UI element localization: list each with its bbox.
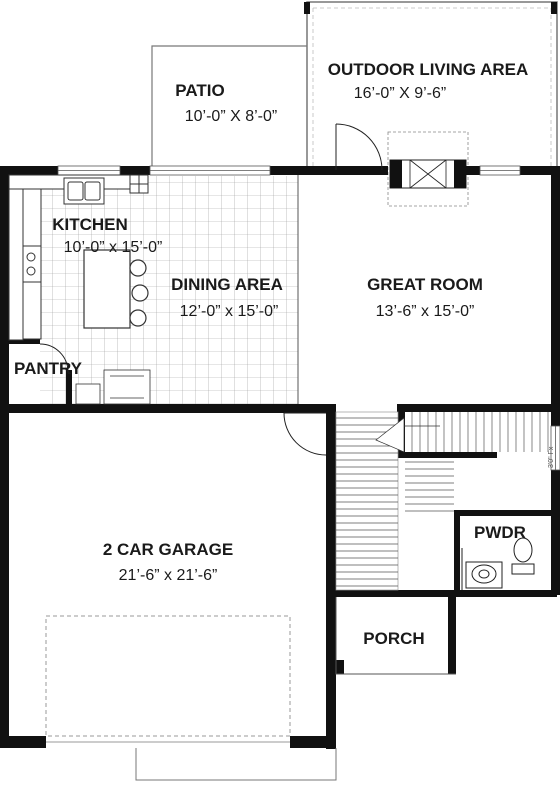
walls xyxy=(0,166,560,749)
staircase xyxy=(335,411,549,591)
great-room-dims: 13’-6” x 15’-0” xyxy=(376,303,475,320)
window-note: 3'0" Fx xyxy=(548,446,555,468)
dining-label: DINING AREA xyxy=(171,275,283,294)
room-labels: OUTDOOR LIVING AREA 16’-0” X 9’-6” PATIO… xyxy=(14,60,555,648)
powder-room-fixtures xyxy=(465,537,535,589)
patio xyxy=(151,45,307,172)
outdoor-living-dims: 16’-0” X 9’-6” xyxy=(354,85,446,102)
outdoor-living-area xyxy=(304,1,558,172)
outdoor-fireplace xyxy=(387,131,469,207)
pantry-label: PANTRY xyxy=(14,359,83,378)
dining-dims: 12’-0” x 15’-0” xyxy=(180,303,279,320)
kitchen-label: KITCHEN xyxy=(52,215,128,234)
cooktop xyxy=(23,245,41,283)
windows xyxy=(57,165,560,471)
porch-label: PORCH xyxy=(363,629,424,648)
patio-dims: 10’-0” X 8’-0” xyxy=(185,108,277,125)
garage-label: 2 CAR GARAGE xyxy=(103,540,233,559)
kitchen-island xyxy=(83,249,149,329)
great-room-label: GREAT ROOM xyxy=(367,275,483,294)
garage-dims: 21’-6” x 21’-6” xyxy=(119,567,218,584)
kitchen-dims: 10’-0” x 15’-0” xyxy=(64,239,163,256)
powder-label: PWDR xyxy=(474,523,526,542)
light-lines xyxy=(45,175,456,781)
outdoor-living-label: OUTDOOR LIVING AREA xyxy=(328,60,529,79)
kitchen-sink xyxy=(63,177,105,205)
patio-label: PATIO xyxy=(175,81,224,100)
pantry-shelves xyxy=(75,369,151,405)
dining-tile-floor xyxy=(150,176,298,406)
